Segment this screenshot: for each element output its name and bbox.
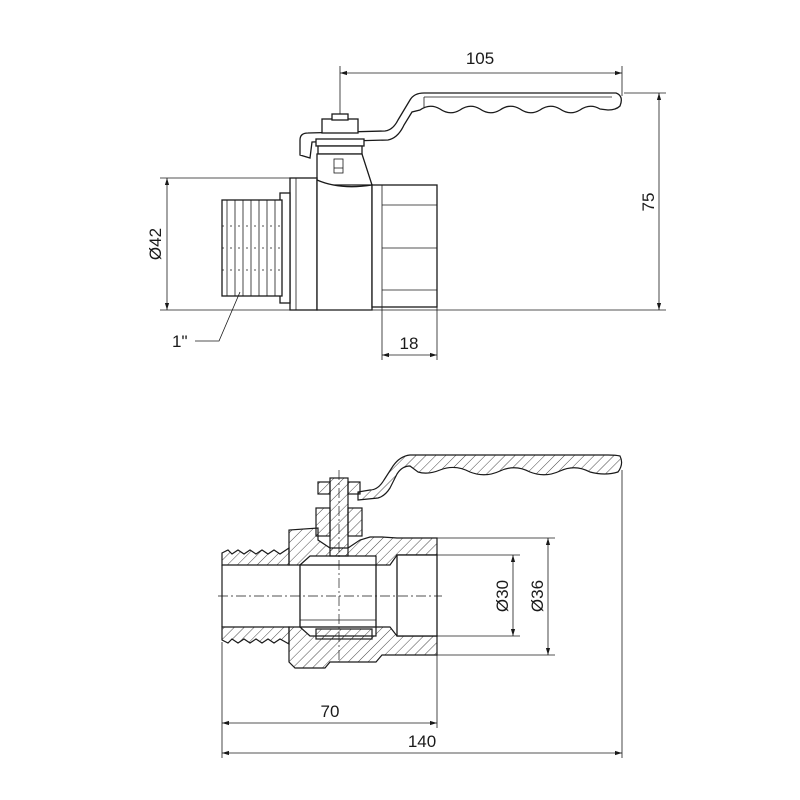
section-view <box>218 454 623 758</box>
dim-d30-label: Ø30 <box>493 580 512 612</box>
stem-nut <box>321 118 359 134</box>
top-view <box>160 66 666 360</box>
male-thread-section <box>221 546 290 566</box>
dim-105-label: 105 <box>466 49 494 68</box>
dim-d36-label: Ø36 <box>528 580 547 612</box>
valve-body-section <box>288 527 438 566</box>
dim-d42-label: Ø42 <box>146 228 165 260</box>
female-bore <box>396 554 438 637</box>
handle <box>299 92 622 159</box>
dim-70-label: 70 <box>321 702 340 721</box>
handle-section <box>357 454 623 501</box>
dim-18-label: 18 <box>400 334 419 353</box>
valve-body <box>316 179 373 311</box>
dim-75-label: 75 <box>639 193 658 212</box>
thread-size-label: 1" <box>172 332 188 351</box>
dim-140-label: 140 <box>408 732 436 751</box>
union-flange <box>289 177 318 311</box>
